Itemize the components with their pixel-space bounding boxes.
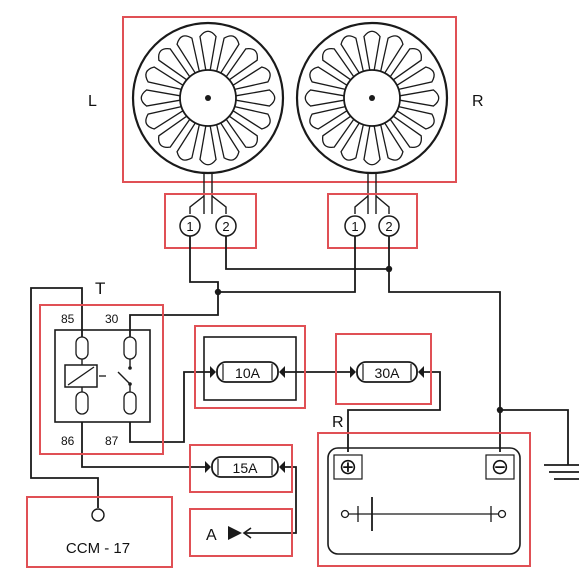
connector-a-frame: [189, 508, 293, 557]
fan-blade: [340, 35, 364, 74]
battery-cell-symbol: [340, 497, 507, 531]
ccm-terminal: [91, 508, 105, 522]
fan-blade: [157, 47, 191, 81]
fan-blade: [232, 106, 271, 130]
fuse-15a-label: 15A: [233, 460, 259, 476]
fan-blade: [380, 35, 404, 74]
fan-blade: [389, 115, 423, 149]
fuse-15a: [205, 456, 285, 478]
fan-blade: [199, 125, 217, 166]
battery-negative-terminal: ⊖: [491, 454, 509, 479]
fan-left-label: L: [88, 93, 97, 110]
battery-body: [327, 447, 521, 555]
fan-blade: [309, 106, 348, 130]
fan-blade: [321, 115, 355, 149]
fuse-10a: [210, 361, 285, 383]
relay-pin-86: 86: [61, 434, 75, 448]
fuse-30a-frame: [335, 333, 432, 405]
fan-blade: [216, 122, 240, 161]
fan-blade: [399, 89, 440, 107]
fan-blade: [225, 115, 259, 149]
fan-blade: [340, 122, 364, 161]
relay-label: T: [95, 279, 105, 298]
fan-blade: [140, 89, 181, 107]
right-pin-1-label: 1: [351, 219, 358, 234]
fan-blade: [396, 66, 435, 90]
fan-right-label: R: [472, 93, 484, 110]
fuse-30a-label: 30A: [375, 365, 401, 381]
fan-blade: [396, 106, 435, 130]
fan-blade: [176, 35, 200, 74]
fan-blade: [232, 66, 271, 90]
right-fan-connector-frame: [327, 193, 418, 249]
fan-housing-frame: [122, 16, 457, 183]
connector-a-symbol: [228, 526, 252, 540]
fan-blade: [216, 35, 240, 74]
battery-frame: [317, 432, 531, 567]
left-fan-connector-frame: [164, 193, 257, 249]
right-pin-2-label: 2: [385, 219, 392, 234]
right-fan: [295, 21, 449, 175]
fan-blade: [309, 66, 348, 90]
fan-blade: [363, 125, 381, 166]
fan-blade: [145, 106, 184, 130]
fan-blade: [225, 47, 259, 81]
fan-blade: [363, 30, 381, 71]
fan-blade: [145, 66, 184, 90]
relay-pin-30: 30: [105, 312, 119, 326]
connector-a-label: A: [206, 527, 217, 544]
left-fan: [131, 21, 285, 175]
fuse-30a: [350, 361, 424, 383]
fuse-10a-holder: [203, 336, 297, 401]
fan-blade: [321, 47, 355, 81]
fan-blade: [157, 115, 191, 149]
relay-pin-87: 87: [105, 434, 119, 448]
relay-coil: [64, 359, 106, 392]
relay-terminals: [75, 336, 137, 415]
ccm-frame: [26, 496, 173, 568]
relay-frame: [39, 304, 164, 455]
fuse-10a-label: 10A: [235, 365, 261, 381]
fan-blade: [389, 47, 423, 81]
relay-body: [54, 329, 151, 423]
fan-blade: [304, 89, 345, 107]
relay-switch: [117, 359, 132, 392]
fan-blade: [235, 89, 276, 107]
fuse-15a-frame: [189, 444, 293, 493]
left-pin-2-label: 2: [222, 219, 229, 234]
fan-blade: [380, 122, 404, 161]
ccm-label: CCM - 17: [66, 540, 130, 557]
relay-pin-85: 85: [61, 312, 75, 326]
left-pin-1-label: 1: [186, 219, 193, 234]
battery-label: R: [332, 414, 344, 431]
fuse-10a-frame: [194, 325, 306, 409]
fan-blade: [199, 30, 217, 71]
battery-positive-terminal: ⊕: [339, 454, 357, 479]
fan-blade: [176, 122, 200, 161]
